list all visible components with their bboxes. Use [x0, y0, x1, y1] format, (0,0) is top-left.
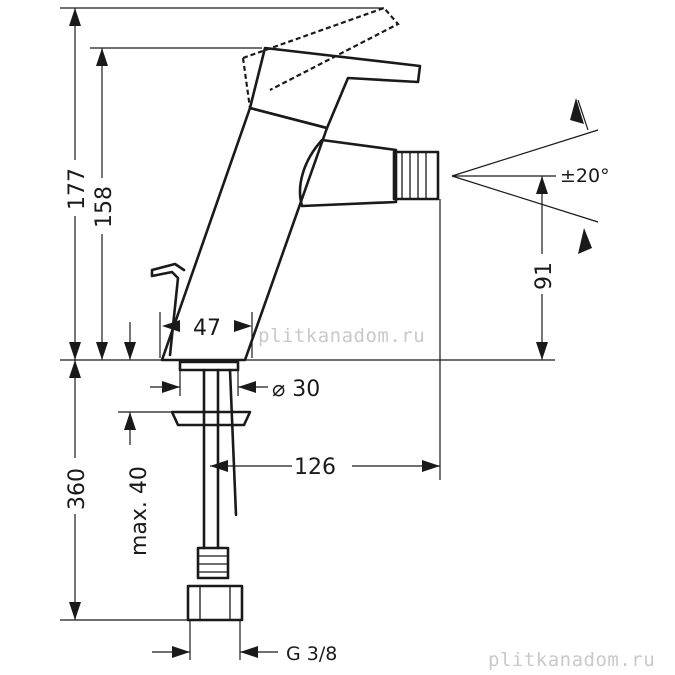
lever-handle — [248, 46, 422, 130]
watermark-center: plitkanadom.ru — [258, 325, 425, 347]
label-47: 47 — [193, 316, 221, 341]
label-177: 177 — [65, 168, 90, 210]
label-max-40: max. 40 — [127, 466, 152, 556]
label-126: 126 — [294, 455, 336, 480]
label-diameter-30: ⌀ 30 — [272, 377, 320, 402]
label-360: 360 — [65, 468, 90, 510]
label-thread: G 3/8 — [286, 643, 337, 665]
faucet-body — [160, 106, 329, 362]
spout — [298, 138, 398, 208]
thread-connector — [196, 546, 230, 580]
label-158: 158 — [92, 186, 117, 228]
faucet-outline — [60, 6, 555, 622]
label-spray-angle: ±20° — [560, 165, 610, 187]
mounting-nut — [170, 410, 252, 427]
pop-up-rod — [150, 262, 186, 357]
dimension-labels: 177 158 91 360 47 ⌀ 30 126 max. 40 G 3/8… — [64, 160, 610, 665]
watermark-corner: plitkanadom.ru — [488, 649, 655, 671]
base-ring — [178, 360, 240, 372]
label-91: 91 — [532, 262, 557, 290]
lever-handle-raised — [241, 6, 400, 109]
dimension-lines — [60, 7, 599, 660]
hex-nut — [186, 584, 244, 622]
aerator — [392, 150, 440, 201]
